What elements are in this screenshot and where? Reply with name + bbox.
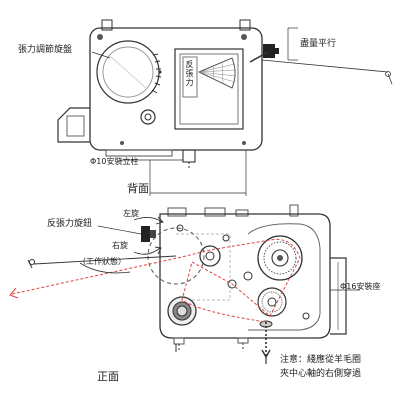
back-view-caption: 背面 xyxy=(127,182,149,195)
post-label: Φ10安裝立柱 xyxy=(90,157,139,166)
knob-label: 反張力旋鈕 xyxy=(47,219,93,229)
back-view-drawing xyxy=(57,19,393,196)
working-state-label: （工作狀態） xyxy=(78,257,126,266)
tension-gauge-window xyxy=(174,48,244,130)
keep-level-label: 盡量平行 xyxy=(300,39,337,49)
tension-dial xyxy=(96,40,162,104)
dial-label: 張力調節旋盤 xyxy=(18,45,73,55)
front-tension-wheel xyxy=(257,235,303,281)
front-tension-knob xyxy=(141,226,156,242)
felt-wheel xyxy=(167,296,197,326)
turn-right-label: 右旋 xyxy=(112,241,128,250)
front-view-drawing xyxy=(9,204,360,364)
note-line-1: 注意：綫應從羊毛圈 xyxy=(280,355,362,365)
turn-left-label: 左旋 xyxy=(123,209,139,218)
gauge-label: 反張力 xyxy=(185,60,194,87)
note-line-2: 夾中心軸的右側穿過 xyxy=(280,369,362,379)
mount-label: Φ16安裝座 xyxy=(340,282,381,291)
front-view-caption: 正面 xyxy=(97,370,119,383)
